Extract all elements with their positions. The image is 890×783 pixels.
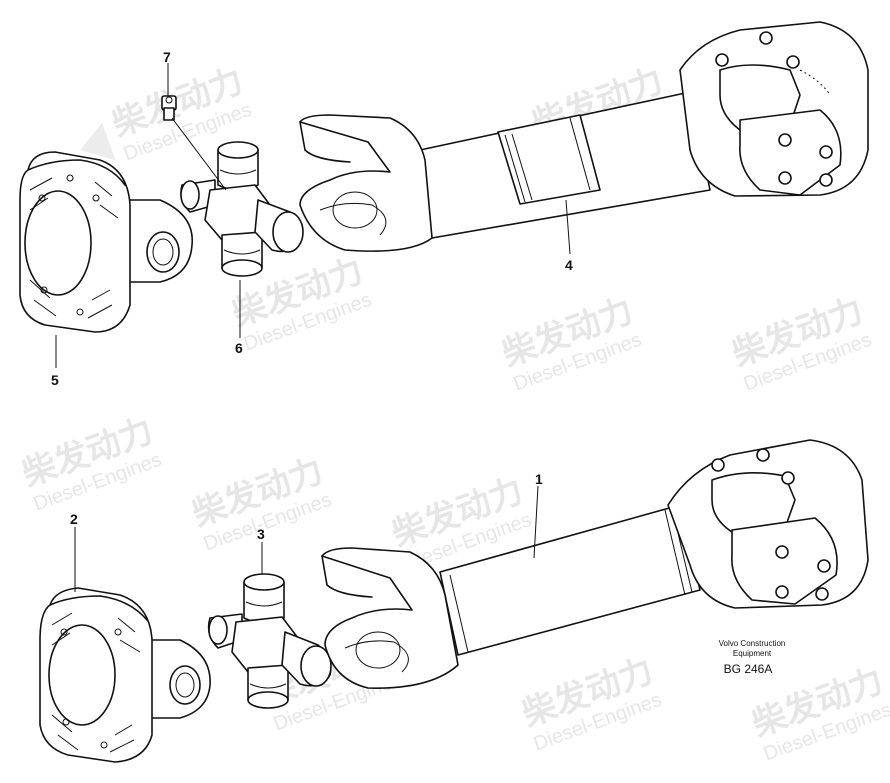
stamp-line-2: Equipment (733, 649, 772, 658)
callout-6: 6 (235, 340, 243, 356)
callout-4: 4 (565, 257, 573, 273)
drive-shaft-lower-part-1 (322, 440, 868, 688)
flange-yoke-lower-part-2 (40, 588, 210, 762)
stamp-code: BG 246A (724, 662, 773, 676)
figure-stamp: Volvo Construction Equipment BG 246A (719, 639, 786, 676)
stamp-line-1: Volvo Construction (719, 639, 786, 648)
grease-nipple-part-7 (162, 96, 176, 120)
callout-3: 3 (257, 526, 265, 542)
universal-joint-cross-upper-part-6 (181, 142, 303, 276)
callout-7: 7 (163, 49, 171, 65)
flange-yoke-upper-part-5 (20, 152, 192, 332)
callout-2: 2 (70, 511, 78, 527)
callout-5: 5 (51, 372, 59, 388)
drive-shaft-upper-part-4 (300, 22, 868, 251)
callout-1: 1 (535, 471, 543, 487)
